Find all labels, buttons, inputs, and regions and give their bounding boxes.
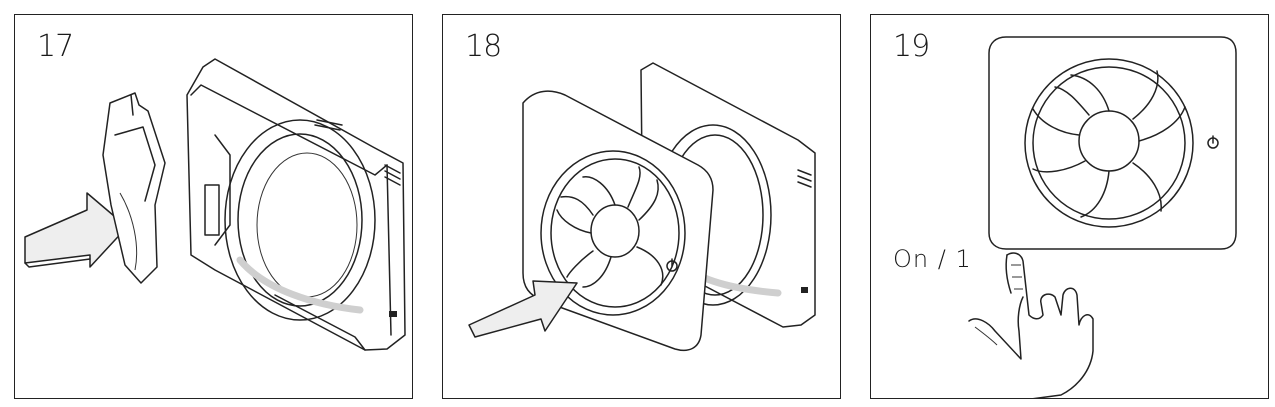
step-17-illustration xyxy=(24,58,406,351)
clip-part xyxy=(102,92,166,284)
hand-pointing-icon xyxy=(968,252,1094,398)
step-number: 17 xyxy=(37,29,74,64)
fan-cover xyxy=(988,36,1237,250)
arrow-icon xyxy=(468,280,578,338)
step-17-panel: 17 xyxy=(14,14,413,399)
power-symbol-icon xyxy=(1207,135,1219,149)
on-switch-label: On / 1 xyxy=(893,245,972,273)
step-19-illustration xyxy=(968,36,1237,398)
step-18-panel: 18 xyxy=(442,14,841,399)
fan-housing xyxy=(186,58,406,351)
step-18-illustration xyxy=(468,62,816,352)
step-19-panel: 19 On / 1 xyxy=(870,14,1269,399)
power-symbol-icon xyxy=(666,258,678,272)
step-number: 18 xyxy=(465,29,502,64)
arrow-icon xyxy=(24,192,128,268)
fan-blade-icon xyxy=(556,166,664,288)
fan-blade-icon xyxy=(1032,70,1186,218)
step-number: 19 xyxy=(893,29,930,64)
